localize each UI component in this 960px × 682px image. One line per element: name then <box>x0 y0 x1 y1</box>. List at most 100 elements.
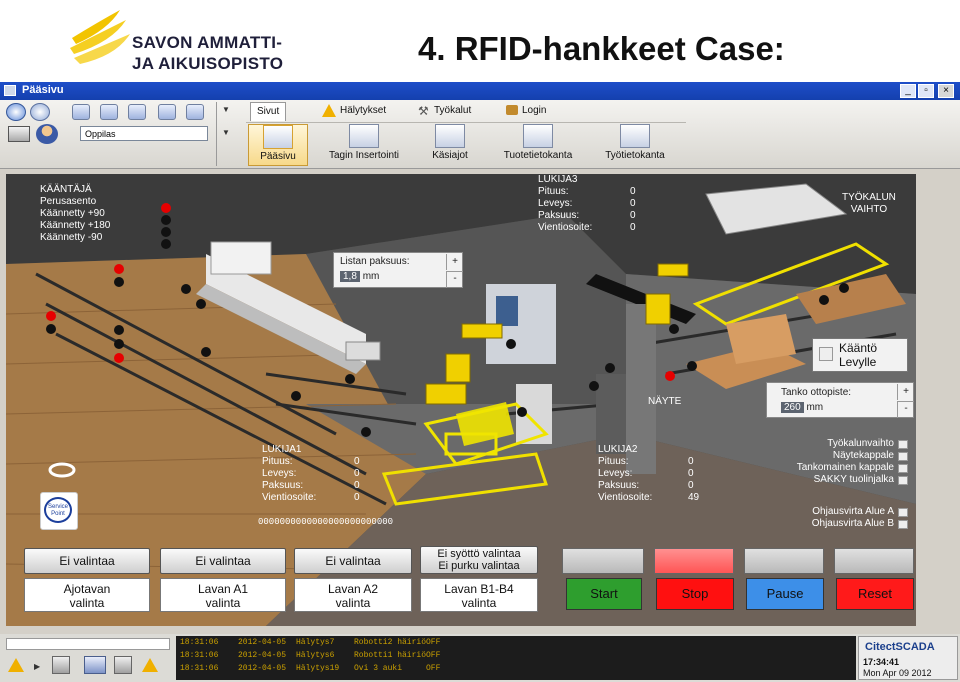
status-indicator-tankomainen <box>898 464 908 473</box>
alarm-silence-icon[interactable] <box>114 656 132 674</box>
alarm-tag: Hälytys19 <box>296 664 340 673</box>
listan-paksuus-stepper[interactable]: Listan paksuus: 1,8 mm + - <box>333 252 463 288</box>
stop-button[interactable]: Stop <box>656 578 734 610</box>
minimize-button[interactable]: _ <box>900 84 916 98</box>
increment-button[interactable]: + <box>446 254 463 270</box>
decrement-button[interactable]: - <box>897 401 914 418</box>
status-label-sakky: SAKKY tuolinjalka <box>813 474 894 485</box>
lavan-a1-selection-indicator: Ei valintaa <box>160 548 286 574</box>
alarm-desc: Robotti1 häiriö <box>354 651 427 660</box>
lukija3-values: 0 0 0 0 <box>630 186 636 233</box>
status-indicator-tyokalunvaihto <box>898 440 908 449</box>
warning-icon[interactable] <box>142 658 158 672</box>
lavan-a2-valinta-button[interactable]: Lavan A2 valinta <box>294 578 412 612</box>
slide-title: 4. RFID-hankkeet Case: <box>418 30 785 67</box>
service-point-text: Service Point <box>44 497 72 523</box>
ajotavan-valinta-button[interactable]: Ajotavan valinta <box>24 578 150 612</box>
warning-icon[interactable] <box>8 658 24 672</box>
logo-text-line2: JA AIKUISOPISTO <box>132 54 284 73</box>
tab-halytykset[interactable]: Hälytykset <box>340 105 387 116</box>
start-button[interactable]: Start <box>566 578 642 610</box>
nav-kasiajot[interactable]: Käsiajot <box>418 124 482 166</box>
play-icon[interactable]: ▶ <box>34 662 41 671</box>
status-label-tankomainen: Tankomainen kappale <box>796 462 894 473</box>
lukija1-label: LUKIJA1 Pituus: Leveys: Paksuus: Vientio… <box>262 444 317 503</box>
lavan-a1-valinta-button[interactable]: Lavan A1 valinta <box>160 578 286 612</box>
alarm-tag: Hälytys6 <box>296 651 335 660</box>
alarm-progress <box>6 638 170 650</box>
service-point-badge: Service Point <box>40 492 78 530</box>
print-icon[interactable] <box>8 126 30 142</box>
forward-icon[interactable] <box>30 103 50 121</box>
clock-time: 17:34:41 <box>863 657 900 667</box>
nayte-label: NÄYTE <box>648 396 682 407</box>
increment-button[interactable]: + <box>897 384 914 400</box>
user-icon[interactable] <box>36 124 58 144</box>
ohjausvirta-a-label: Ohjausvirta Alue A <box>812 506 894 517</box>
user-combo[interactable]: Oppilas <box>80 126 208 141</box>
nav-label: Pääsivu <box>260 151 296 162</box>
alarm-time: 18:31:06 <box>180 638 219 647</box>
chevron-down-icon[interactable]: ▼ <box>222 105 230 114</box>
close-button[interactable]: × <box>938 84 954 98</box>
tyokalun-vaihto-label: TYÖKALUN VAIHTO <box>842 192 896 215</box>
page-icon <box>435 124 465 148</box>
nav-tuotetietokanta[interactable]: Tuotetietokanta <box>490 124 586 166</box>
tanko-field[interactable]: 260 mm <box>781 402 823 413</box>
alarm-state: OFF <box>426 638 441 647</box>
alarm-time: 18:31:06 <box>180 664 219 673</box>
tab-tyokalut[interactable]: Työkalut <box>434 105 472 116</box>
first-page-icon[interactable] <box>72 104 90 120</box>
alarm-ack-icon[interactable] <box>52 656 70 674</box>
decrement-button[interactable]: - <box>446 271 463 288</box>
prev-page-icon[interactable] <box>100 104 118 120</box>
barcode-text: 0000000000000000000000000 <box>258 517 394 527</box>
listan-paksuus-field[interactable]: 1,8 mm <box>340 271 379 282</box>
citect-brand: CitectSCADA <box>865 641 935 653</box>
reset-button[interactable]: Reset <box>836 578 914 610</box>
lukija3-label: LUKIJA3 Pituus: Leveys: Paksuus: Vientio… <box>538 174 593 233</box>
tanko-ottopiste-stepper[interactable]: Tanko ottopiste: 260 mm + - <box>766 382 914 418</box>
tab-sivut[interactable]: Sivut <box>250 102 287 121</box>
status-indicator-sakky <box>898 476 908 485</box>
window-title: Pääsivu <box>22 84 64 96</box>
nav-tagin-insertointi[interactable]: Tagin Insertointi <box>316 124 412 166</box>
tanko-value: 260 <box>781 402 804 413</box>
windows-icon[interactable] <box>186 104 204 120</box>
kaanto-checkbox[interactable] <box>819 347 833 361</box>
nav-paasivu[interactable]: Pääsivu <box>248 124 308 166</box>
tab-login[interactable]: Login <box>522 105 547 116</box>
nav-tyotietokanta[interactable]: Työtietokanta <box>592 124 678 166</box>
kaanto-levylle-label: Kääntö Levylle <box>839 341 878 369</box>
maximize-button[interactable]: ▫ <box>918 84 934 98</box>
toolbar-divider <box>216 102 217 166</box>
lavan-b1-b4-valinta-button[interactable]: Lavan B1-B4 valinta <box>420 578 538 612</box>
pause-indicator <box>744 548 824 574</box>
logo <box>68 8 132 68</box>
alarm-list-icon[interactable] <box>84 656 106 674</box>
logo-text-line1: SAVON AMMATTI- <box>132 33 283 52</box>
alarm-date: 2012-04-05 <box>238 638 287 647</box>
kaanto-levylle-button[interactable]: Kääntö Levylle <box>812 338 908 372</box>
status-label-tyokalunvaihto: Työkalunvaihto <box>827 438 894 449</box>
ohjausvirta-a-indicator <box>898 508 908 517</box>
pause-button[interactable]: Pause <box>746 578 824 610</box>
nav-label: Tuotetietokanta <box>503 150 573 161</box>
toolbar: Oppilas ▼ ▼ Sivut Hälytykset ⚒ Työkalut … <box>0 100 960 169</box>
page-icon <box>349 124 379 148</box>
lavan-b-selection-indicator: Ei syöttö valintaa Ei purku valintaa <box>420 546 538 574</box>
alarm-date: 2012-04-05 <box>238 664 287 673</box>
chevron-down-icon[interactable]: ▼ <box>222 128 230 137</box>
lukija2-values: 0 0 0 49 <box>688 456 700 503</box>
home-icon[interactable] <box>158 104 176 120</box>
back-icon[interactable] <box>6 103 26 121</box>
alarm-state: OFF <box>426 651 441 660</box>
lukija2-label: LUKIJA2 Pituus: Leveys: Paksuus: Vientio… <box>598 444 653 503</box>
alarm-date: 2012-04-05 <box>238 651 287 660</box>
alarm-desc: Ovi 3 auki <box>354 664 403 673</box>
next-page-icon[interactable] <box>128 104 146 120</box>
